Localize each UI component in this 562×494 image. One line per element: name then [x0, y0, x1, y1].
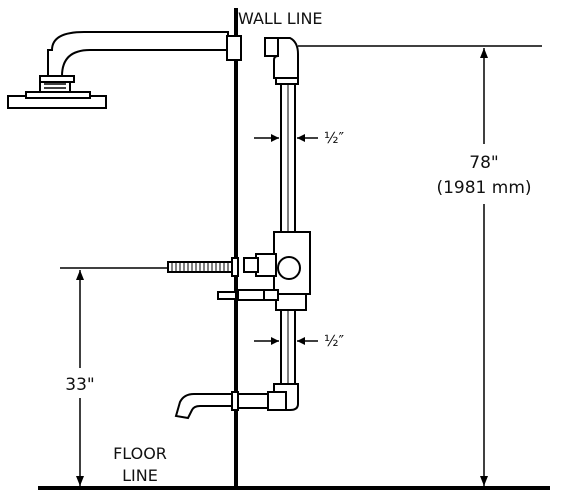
valve-height-label: 33" — [65, 375, 94, 395]
total-height-label: 78" — [469, 153, 498, 173]
floor-line-label-1: FLOOR — [113, 444, 167, 463]
upper-riser-pipe — [264, 37, 299, 233]
total-height-mm-label: (1981 mm) — [436, 178, 531, 198]
pipe-size-dimension-lower: ½″ — [254, 332, 345, 350]
lower-riser-pipe — [237, 309, 299, 411]
total-height-dimension: 78" (1981 mm) — [298, 45, 542, 486]
tub-spout — [174, 391, 239, 420]
valve-height-dimension: 33" — [60, 267, 168, 486]
shower-head-assembly — [7, 31, 242, 109]
wall-line-label: WALL LINE — [238, 9, 323, 28]
pipe-size-label-lower: ½″ — [324, 332, 345, 350]
floor-line-label-2: LINE — [122, 466, 158, 485]
pipe-size-label-upper: ½″ — [324, 129, 345, 147]
pipe-size-dimension-upper: ½″ — [254, 129, 345, 147]
mixing-valve — [167, 231, 311, 311]
